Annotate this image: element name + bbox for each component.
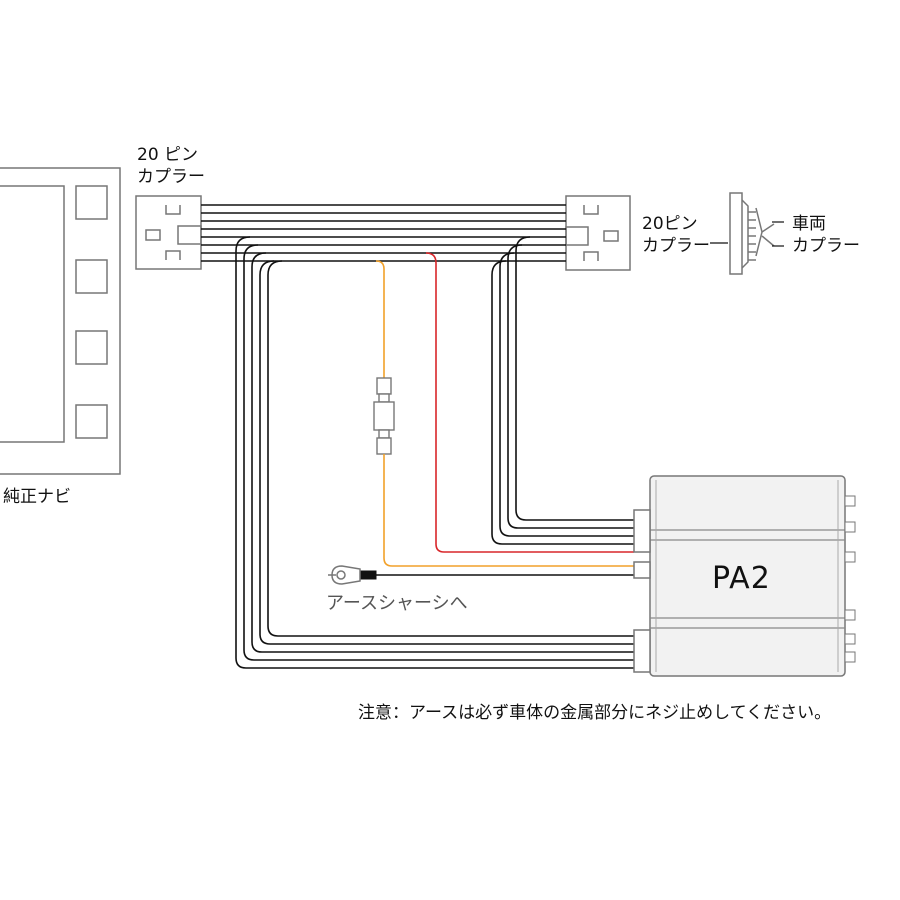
vehicle-coupler: [710, 192, 784, 275]
factory-navi-unit: [0, 167, 121, 475]
vehicle-coupler-label-line2: カプラー: [792, 236, 860, 256]
right-branch-wires: [491, 236, 634, 545]
caution-note: 注意：アースは必ず車体の金属部分にネジ止めしてください。: [358, 703, 832, 723]
left-branch-wires: [235, 236, 634, 669]
vehicle-coupler-label-line1: 車両: [792, 214, 826, 234]
right-coupler-label-line1: 20ピン: [642, 214, 698, 234]
right-coupler-label-line2: カプラー: [642, 236, 710, 256]
left-20pin-coupler: [135, 195, 202, 270]
right-20pin-coupler: [565, 195, 631, 271]
orange-acc-wire: [375, 260, 634, 567]
left-coupler-label-line1: 20 ピン: [137, 145, 199, 165]
red-power-wire: [425, 252, 634, 553]
ground-terminal-icon: [328, 565, 361, 585]
unit-name-label: PA2: [712, 561, 771, 596]
pa2-unit: [633, 475, 856, 677]
pass-through-harness: [201, 204, 566, 262]
ground-label: アースシャーシへ: [326, 593, 468, 614]
navi-label: 純正ナビ: [3, 487, 71, 507]
left-coupler-label-line2: カプラー: [137, 167, 205, 187]
ground-wire: [359, 570, 634, 580]
fuse-holder-icon: [373, 377, 395, 466]
